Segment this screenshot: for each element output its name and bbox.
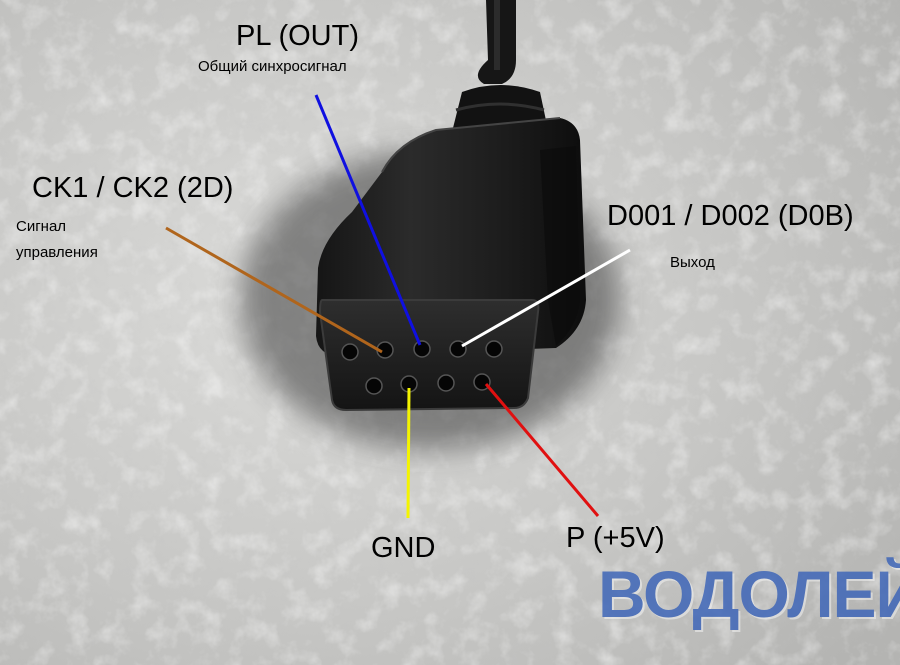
- pins-bottom-row: [365, 373, 491, 395]
- strain-relief-ridge: [455, 102, 545, 112]
- pins-top-row: [341, 340, 503, 361]
- pin-hole: [485, 340, 503, 358]
- pin-hole: [341, 343, 359, 361]
- pin-hole: [437, 374, 455, 392]
- d-title: D001 / D002 (D0B): [607, 200, 854, 232]
- cable-highlight: [494, 0, 500, 70]
- connector-body-edge: [381, 117, 561, 173]
- power-leader-line: [484, 383, 600, 517]
- d-description: Выход: [670, 254, 715, 271]
- gnd-label: GND: [371, 532, 436, 564]
- pin-hole: [365, 377, 383, 395]
- strain-relief: [452, 85, 548, 132]
- connector-body: [316, 118, 586, 356]
- pin-hole: [413, 340, 431, 358]
- ck-title: CK1 / CK2 (2D): [32, 172, 234, 204]
- pl-description: Общий синхросигнал: [198, 58, 347, 75]
- d-leader-line: [461, 248, 631, 348]
- power-label: P (+5V): [566, 522, 665, 554]
- ck-description-line1: Сигнал: [16, 218, 67, 235]
- gnd-leader-line: [406, 387, 411, 519]
- pl-title: PL (OUT): [236, 20, 359, 52]
- ck-description-line2: управления: [16, 244, 98, 261]
- pl-leader-line: [314, 94, 422, 346]
- ck-leader-line: [165, 226, 383, 354]
- watermark-logo: ВОДОЛЕЙ: [598, 557, 900, 631]
